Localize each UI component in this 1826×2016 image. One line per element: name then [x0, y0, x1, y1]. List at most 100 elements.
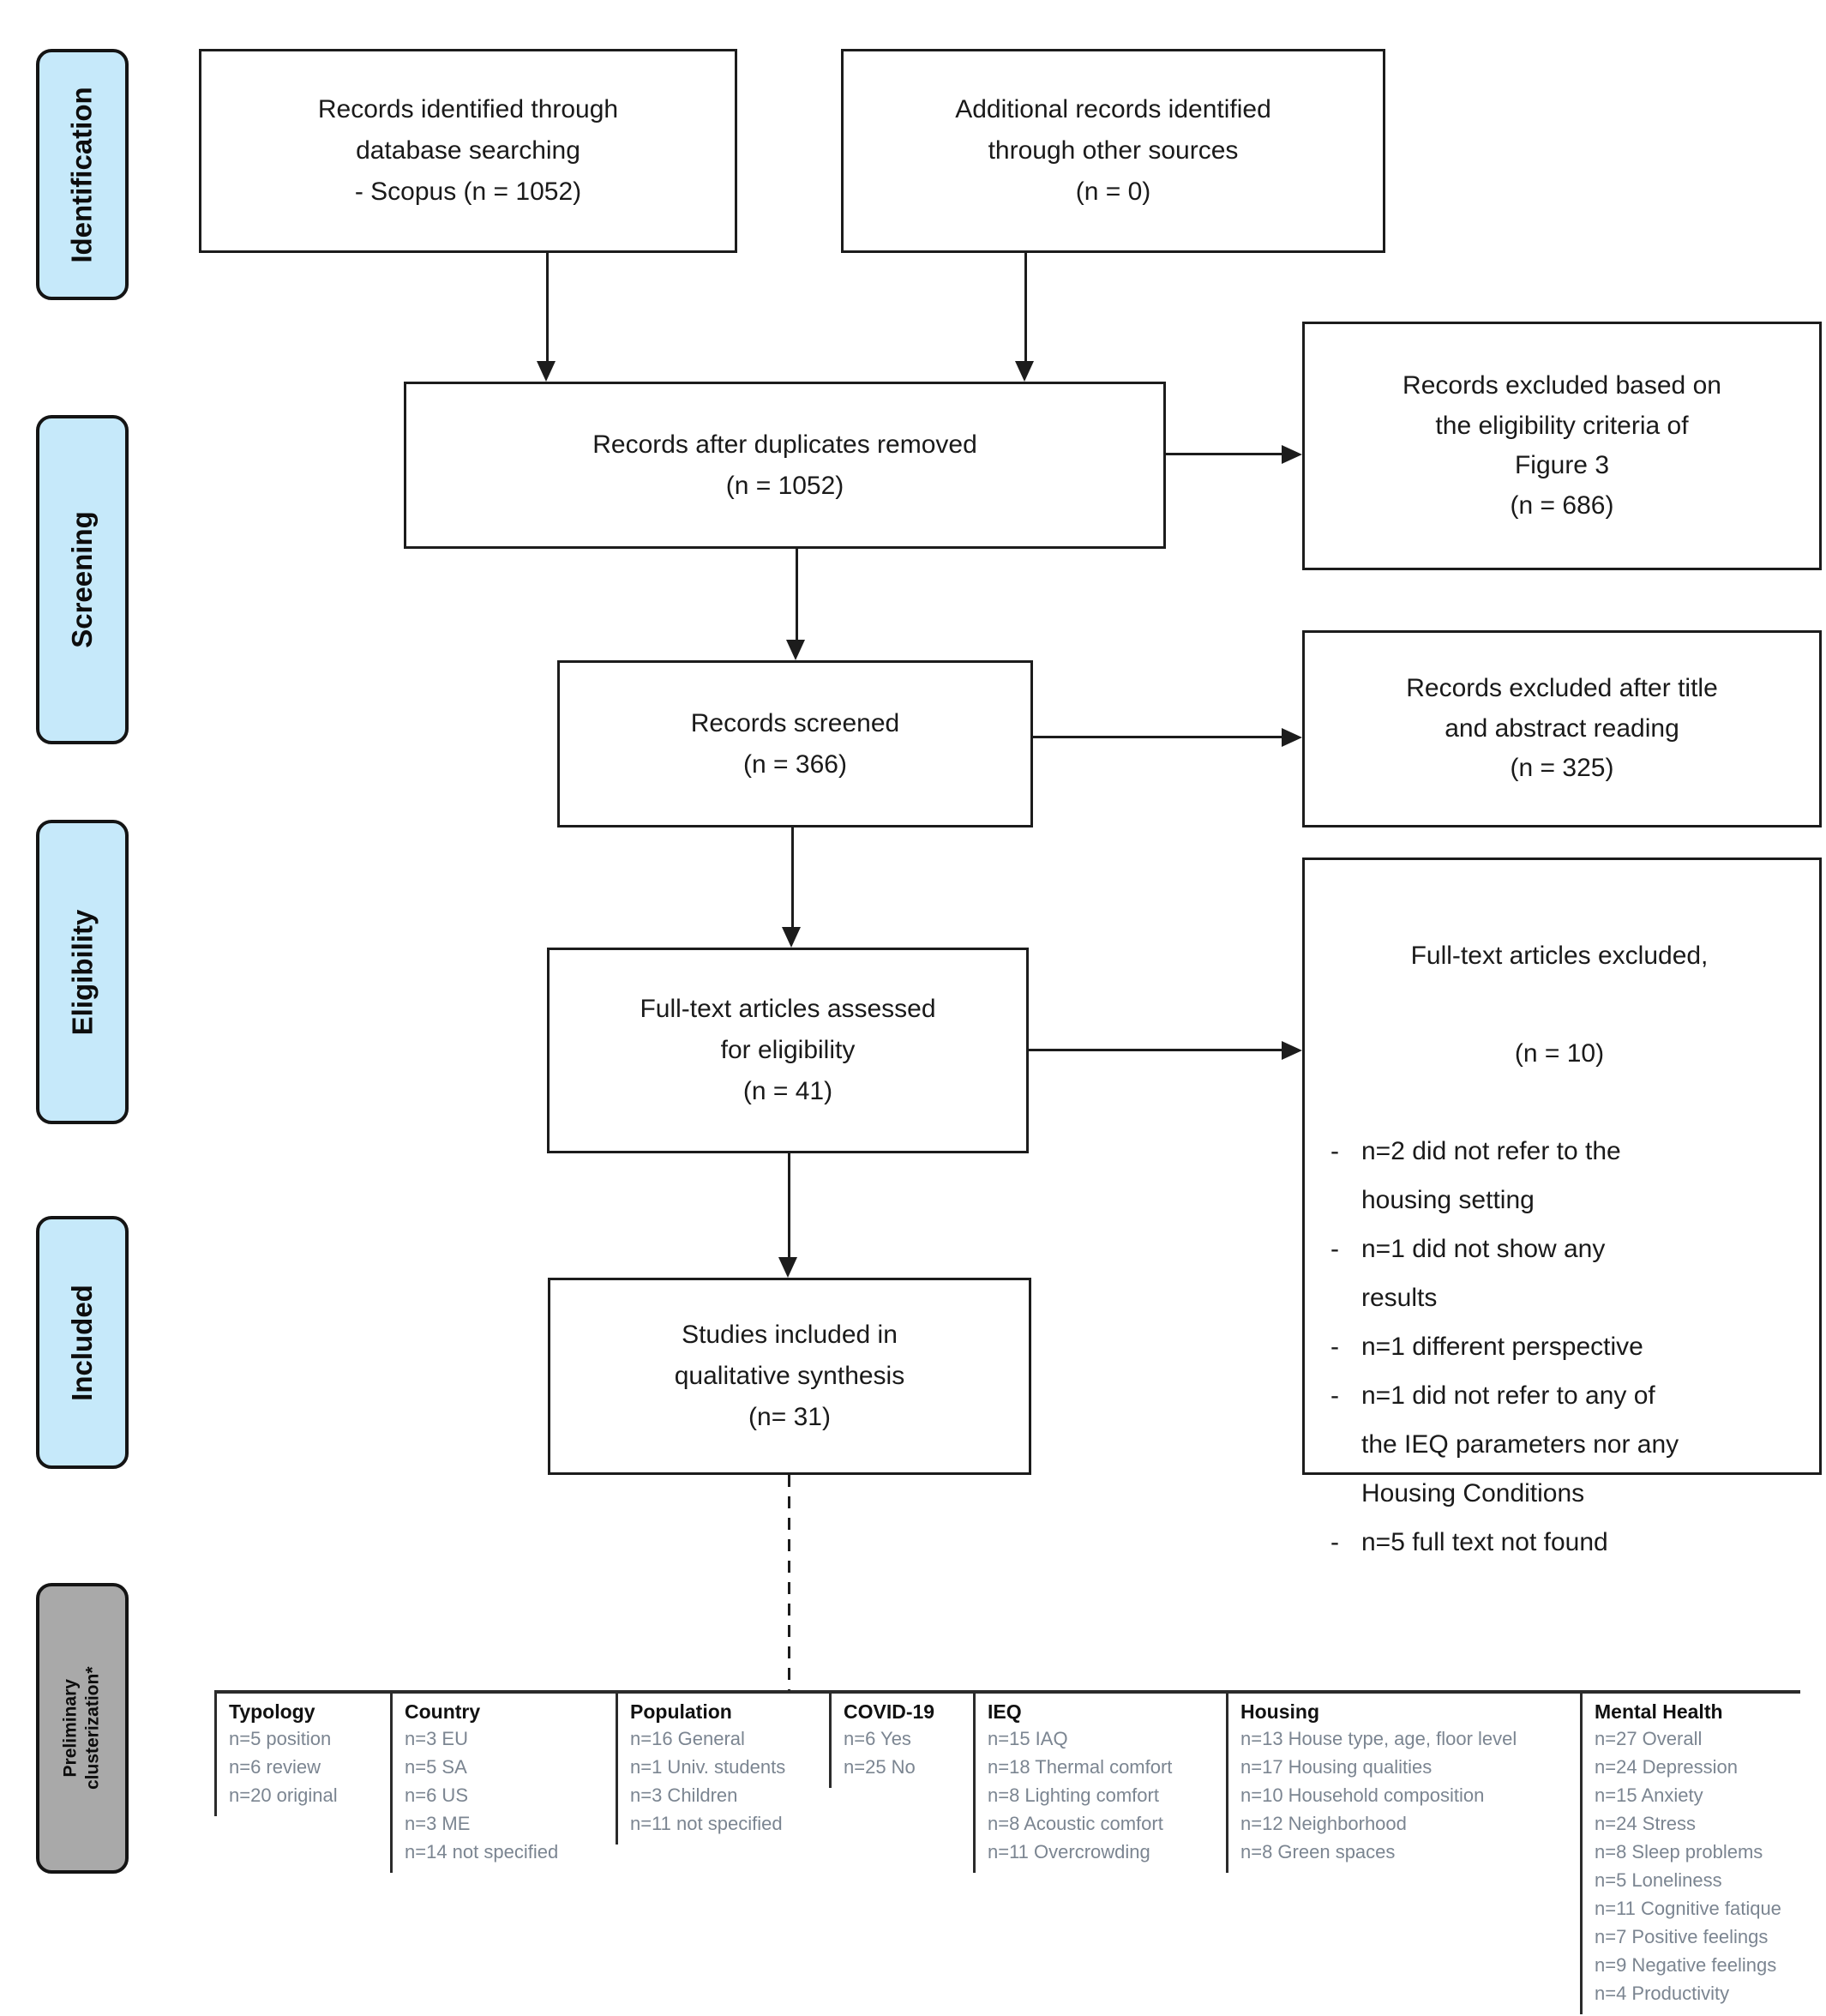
connector-fulltext-to-included — [788, 1153, 790, 1259]
cluster-item: n=9 Negative feelings — [1595, 1954, 1777, 1976]
stage-identification: Identification — [36, 49, 129, 300]
stage-eligibility-label: Eligibility — [66, 909, 98, 1035]
cluster-item: n=12 Neighborhood — [1240, 1813, 1407, 1834]
connector-identified-to-duplicates — [546, 253, 549, 363]
cluster-column-housing-items: n=13 House type, age, floor level n=17 Ho… — [1240, 1724, 1560, 1866]
cluster-item: n=18 Thermal comfort — [988, 1756, 1173, 1778]
cluster-column-mental-health: Mental Health n=27 Overall n=24 Depressio… — [1580, 1694, 1799, 2014]
cluster-column-mental-health-header: Mental Health — [1595, 1700, 1723, 1723]
cluster-item: n=6 review — [229, 1756, 321, 1778]
fulltext-excluded-title: Full-text articles excluded, — [1410, 942, 1709, 970]
cluster-column-covid19-items: n=6 Yes n=25 No — [844, 1724, 953, 1781]
cluster-column-country-header: Country — [405, 1700, 481, 1723]
cluster-item: n=15 Anxiety — [1595, 1784, 1703, 1806]
cluster-column-country: Country n=3 EU n=5 SA n=6 US n=3 ME n=14 not… — [390, 1694, 596, 1873]
cluster-item: n=3 ME — [405, 1813, 471, 1834]
stage-included: Included — [36, 1216, 129, 1469]
exclusion-reason: n=1 did not show any results — [1317, 1225, 1802, 1322]
exclusion-reason: n=5 full text not found — [1317, 1518, 1802, 1567]
arrowhead-screened-to-fulltext — [782, 927, 801, 948]
cluster-item: n=24 Depression — [1595, 1756, 1738, 1778]
stage-preliminary-clusterization: Preliminary clusterization* — [36, 1583, 129, 1874]
connector-additional-to-duplicates — [1024, 253, 1027, 363]
cluster-column-covid19-header: COVID-19 — [844, 1700, 935, 1723]
cluster-column-covid19: COVID-19 n=6 Yes n=25 No — [829, 1694, 953, 1788]
stage-included-label: Included — [66, 1284, 98, 1401]
cluster-item: n=11 Overcrowding — [988, 1841, 1150, 1863]
box-excluded-eligibility-criteria: Records excluded based on the eligibilit… — [1302, 322, 1822, 570]
cluster-item: n=16 General — [630, 1728, 745, 1749]
cluster-item: n=10 Household composition — [1240, 1784, 1485, 1806]
arrowhead-duplicates-to-excluded — [1282, 445, 1302, 464]
cluster-column-housing-header: Housing — [1240, 1700, 1319, 1723]
stage-eligibility: Eligibility — [36, 820, 129, 1124]
box-records-identified: Records identified through database sear… — [199, 49, 737, 253]
arrowhead-fulltext-to-excluded — [1282, 1041, 1302, 1060]
cluster-item: n=14 not specified — [405, 1841, 559, 1863]
cluster-item: n=8 Lighting comfort — [988, 1784, 1159, 1806]
cluster-item: n=20 original — [229, 1784, 338, 1806]
box-excluded-title-abstract: Records excluded after title and abstrac… — [1302, 630, 1822, 827]
cluster-item: n=3 EU — [405, 1728, 468, 1749]
cluster-column-ieq-items: n=15 IAQ n=18 Thermal comfort n=8 Lighting… — [988, 1724, 1206, 1866]
arrowhead-screened-to-excluded — [1282, 728, 1302, 747]
cluster-item: n=6 US — [405, 1784, 468, 1806]
cluster-item: n=6 Yes — [844, 1728, 911, 1749]
cluster-item: n=15 IAQ — [988, 1728, 1068, 1749]
cluster-column-typology: Typology n=5 position n=6 review n=20 orig… — [214, 1694, 370, 1816]
stage-screening: Screening — [36, 415, 129, 744]
cluster-item: n=7 Positive feelings — [1595, 1926, 1769, 1947]
cluster-column-population: Population n=16 General n=1 Univ. student… — [616, 1694, 809, 1844]
cluster-column-country-items: n=3 EU n=5 SA n=6 US n=3 ME n=14 not specifi… — [405, 1724, 596, 1866]
cluster-item: n=11 not specified — [630, 1813, 783, 1834]
stage-preliminary-clusterization-label: Preliminary clusterization* — [60, 1666, 104, 1790]
box-studies-included: Studies included in qualitative synthesi… — [548, 1278, 1031, 1475]
arrowhead-duplicates-to-screened — [786, 640, 805, 660]
cluster-item: n=1 Univ. students — [630, 1756, 786, 1778]
cluster-item: n=17 Housing qualities — [1240, 1756, 1433, 1778]
cluster-item: n=3 Children — [630, 1784, 738, 1806]
cluster-item: n=13 House type, age, floor level — [1240, 1728, 1517, 1749]
cluster-item: n=8 Sleep problems — [1595, 1841, 1763, 1863]
cluster-item: n=5 Loneliness — [1595, 1869, 1722, 1891]
box-records-screened: Records screened (n = 366) — [557, 660, 1033, 827]
box-additional-records: Additional records identified through ot… — [841, 49, 1385, 253]
connector-duplicates-to-screened — [796, 549, 798, 641]
cluster-column-housing: Housing n=13 House type, age, floor leve… — [1226, 1694, 1560, 1873]
connector-screened-to-fulltext — [791, 827, 794, 929]
cluster-item: n=8 Green spaces — [1240, 1841, 1396, 1863]
cluster-column-ieq-header: IEQ — [988, 1700, 1022, 1723]
cluster-item: n=5 position — [229, 1728, 332, 1749]
box-fulltext-assessed: Full-text articles assessed for eligibil… — [547, 948, 1029, 1153]
cluster-item: n=27 Overall — [1595, 1728, 1703, 1749]
cluster-column-typology-items: n=5 position n=6 review n=20 original — [229, 1724, 370, 1809]
box-duplicates-removed: Records after duplicates removed (n = 10… — [404, 382, 1166, 549]
cluster-item: n=11 Cognitive fatique — [1595, 1898, 1781, 1919]
arrowhead-identified-to-duplicates — [537, 361, 556, 382]
arrowhead-additional-to-duplicates — [1015, 361, 1034, 382]
connector-screened-to-excluded — [1033, 736, 1283, 738]
cluster-column-population-items: n=16 General n=1 Univ. students n=3 Childr… — [630, 1724, 809, 1838]
exclusion-reason: n=1 different perspective — [1317, 1322, 1802, 1371]
dashed-connector-included-to-clusters — [788, 1475, 790, 1692]
stage-identification-label: Identification — [66, 86, 98, 263]
exclusion-reason: n=1 did not refer to any of the IEQ para… — [1317, 1371, 1802, 1518]
exclusion-reason: n=2 did not refer to the housing setting — [1317, 1127, 1802, 1225]
arrowhead-fulltext-to-included — [778, 1257, 797, 1278]
cluster-column-ieq: IEQ n=15 IAQ n=18 Thermal comfort n=8 Ligh… — [973, 1694, 1206, 1873]
cluster-table-top-border — [214, 1690, 1800, 1694]
cluster-column-population-header: Population — [630, 1700, 732, 1723]
box-fulltext-excluded: Full-text articles excluded, (n = 10) n=… — [1302, 858, 1822, 1567]
connector-fulltext-to-excluded — [1029, 1049, 1283, 1051]
cluster-item: n=4 Productivity — [1595, 1983, 1730, 2004]
stage-screening-label: Screening — [66, 511, 98, 648]
cluster-column-typology-header: Typology — [229, 1700, 315, 1723]
fulltext-excluded-count: (n = 10) — [1514, 1039, 1605, 1068]
cluster-item: n=24 Stress — [1595, 1813, 1697, 1834]
connector-duplicates-to-excluded — [1166, 453, 1283, 455]
cluster-item: n=25 No — [844, 1756, 916, 1778]
cluster-item: n=5 SA — [405, 1756, 467, 1778]
cluster-column-mental-health-items: n=27 Overall n=24 Depression n=15 Anxiety n… — [1595, 1724, 1799, 2007]
fulltext-excluded-reasons: n=2 did not refer to the housing setting… — [1317, 1127, 1802, 1567]
